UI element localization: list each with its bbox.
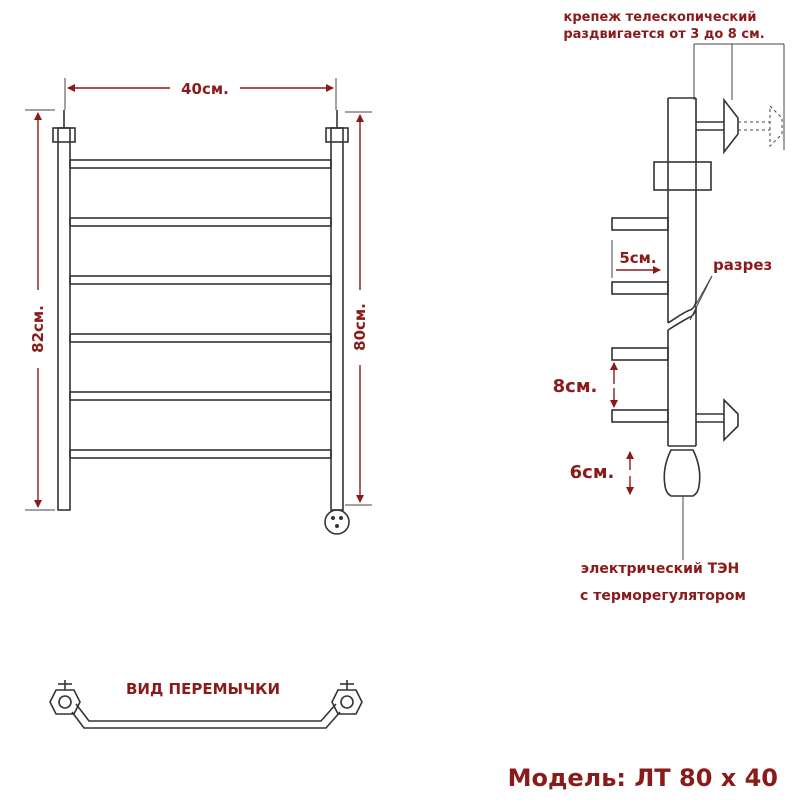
- bridge-bar-outer: [71, 711, 341, 729]
- heater-label-line1: электрический ТЭН: [581, 561, 739, 577]
- rungs: [69, 159, 332, 459]
- rung-stub: [611, 281, 669, 295]
- rung: [69, 275, 332, 285]
- heater-connector-icon: [324, 509, 350, 535]
- right-bracket: [325, 127, 349, 143]
- rung-stub: [611, 217, 669, 231]
- left-fitting-icon: [49, 680, 81, 715]
- bridge-view-label: ВИД ПЕРЕМЫЧКИ: [126, 680, 280, 698]
- right-fitting-icon: [331, 680, 363, 715]
- height-total-label: 82см.: [29, 305, 47, 353]
- heater-element: [663, 449, 701, 497]
- rung: [69, 449, 332, 459]
- section-break-upper: [667, 299, 697, 324]
- lower-wall-plug-icon: [723, 398, 739, 442]
- heater-label-line2: с терморегулятором: [580, 588, 746, 604]
- left-upright: [57, 127, 71, 511]
- rung-stub: [611, 409, 669, 423]
- rung-stub: [611, 347, 669, 361]
- telescopic-extension: [738, 121, 770, 131]
- shelf-gap-label: 5см.: [619, 249, 656, 267]
- left-bracket: [52, 127, 76, 143]
- wall-plug-icon: [723, 97, 739, 155]
- width-label: 40см.: [181, 80, 229, 98]
- mount-label-line2: раздвигается от 3 до 8 см.: [563, 27, 764, 42]
- bridge-view: ВИД ПЕРЕМЫЧКИ: [49, 680, 363, 729]
- right-upright: [330, 127, 344, 511]
- side-view: крепеж телескопический раздвигается от 3…: [553, 10, 785, 604]
- rung: [69, 159, 332, 169]
- rung: [69, 217, 332, 227]
- rung: [69, 391, 332, 401]
- clamp-block: [653, 161, 712, 191]
- ten-length-label: 6см.: [570, 462, 615, 483]
- model-label: Модель: ЛТ 80 х 40: [507, 764, 778, 792]
- front-view: 40см. 82см.: [25, 78, 372, 535]
- section-leader-2: [689, 275, 713, 321]
- rung: [69, 333, 332, 343]
- bottom-gap-label: 8см.: [553, 376, 598, 397]
- section-label: разрез: [713, 256, 772, 274]
- tube-upper: [667, 97, 697, 323]
- wall-plug-extended-icon: [769, 104, 783, 148]
- height-inner-label: 80см.: [351, 303, 369, 351]
- bridge-bar-inner: [75, 703, 337, 722]
- mount-label-line1: крепеж телескопический: [564, 10, 757, 25]
